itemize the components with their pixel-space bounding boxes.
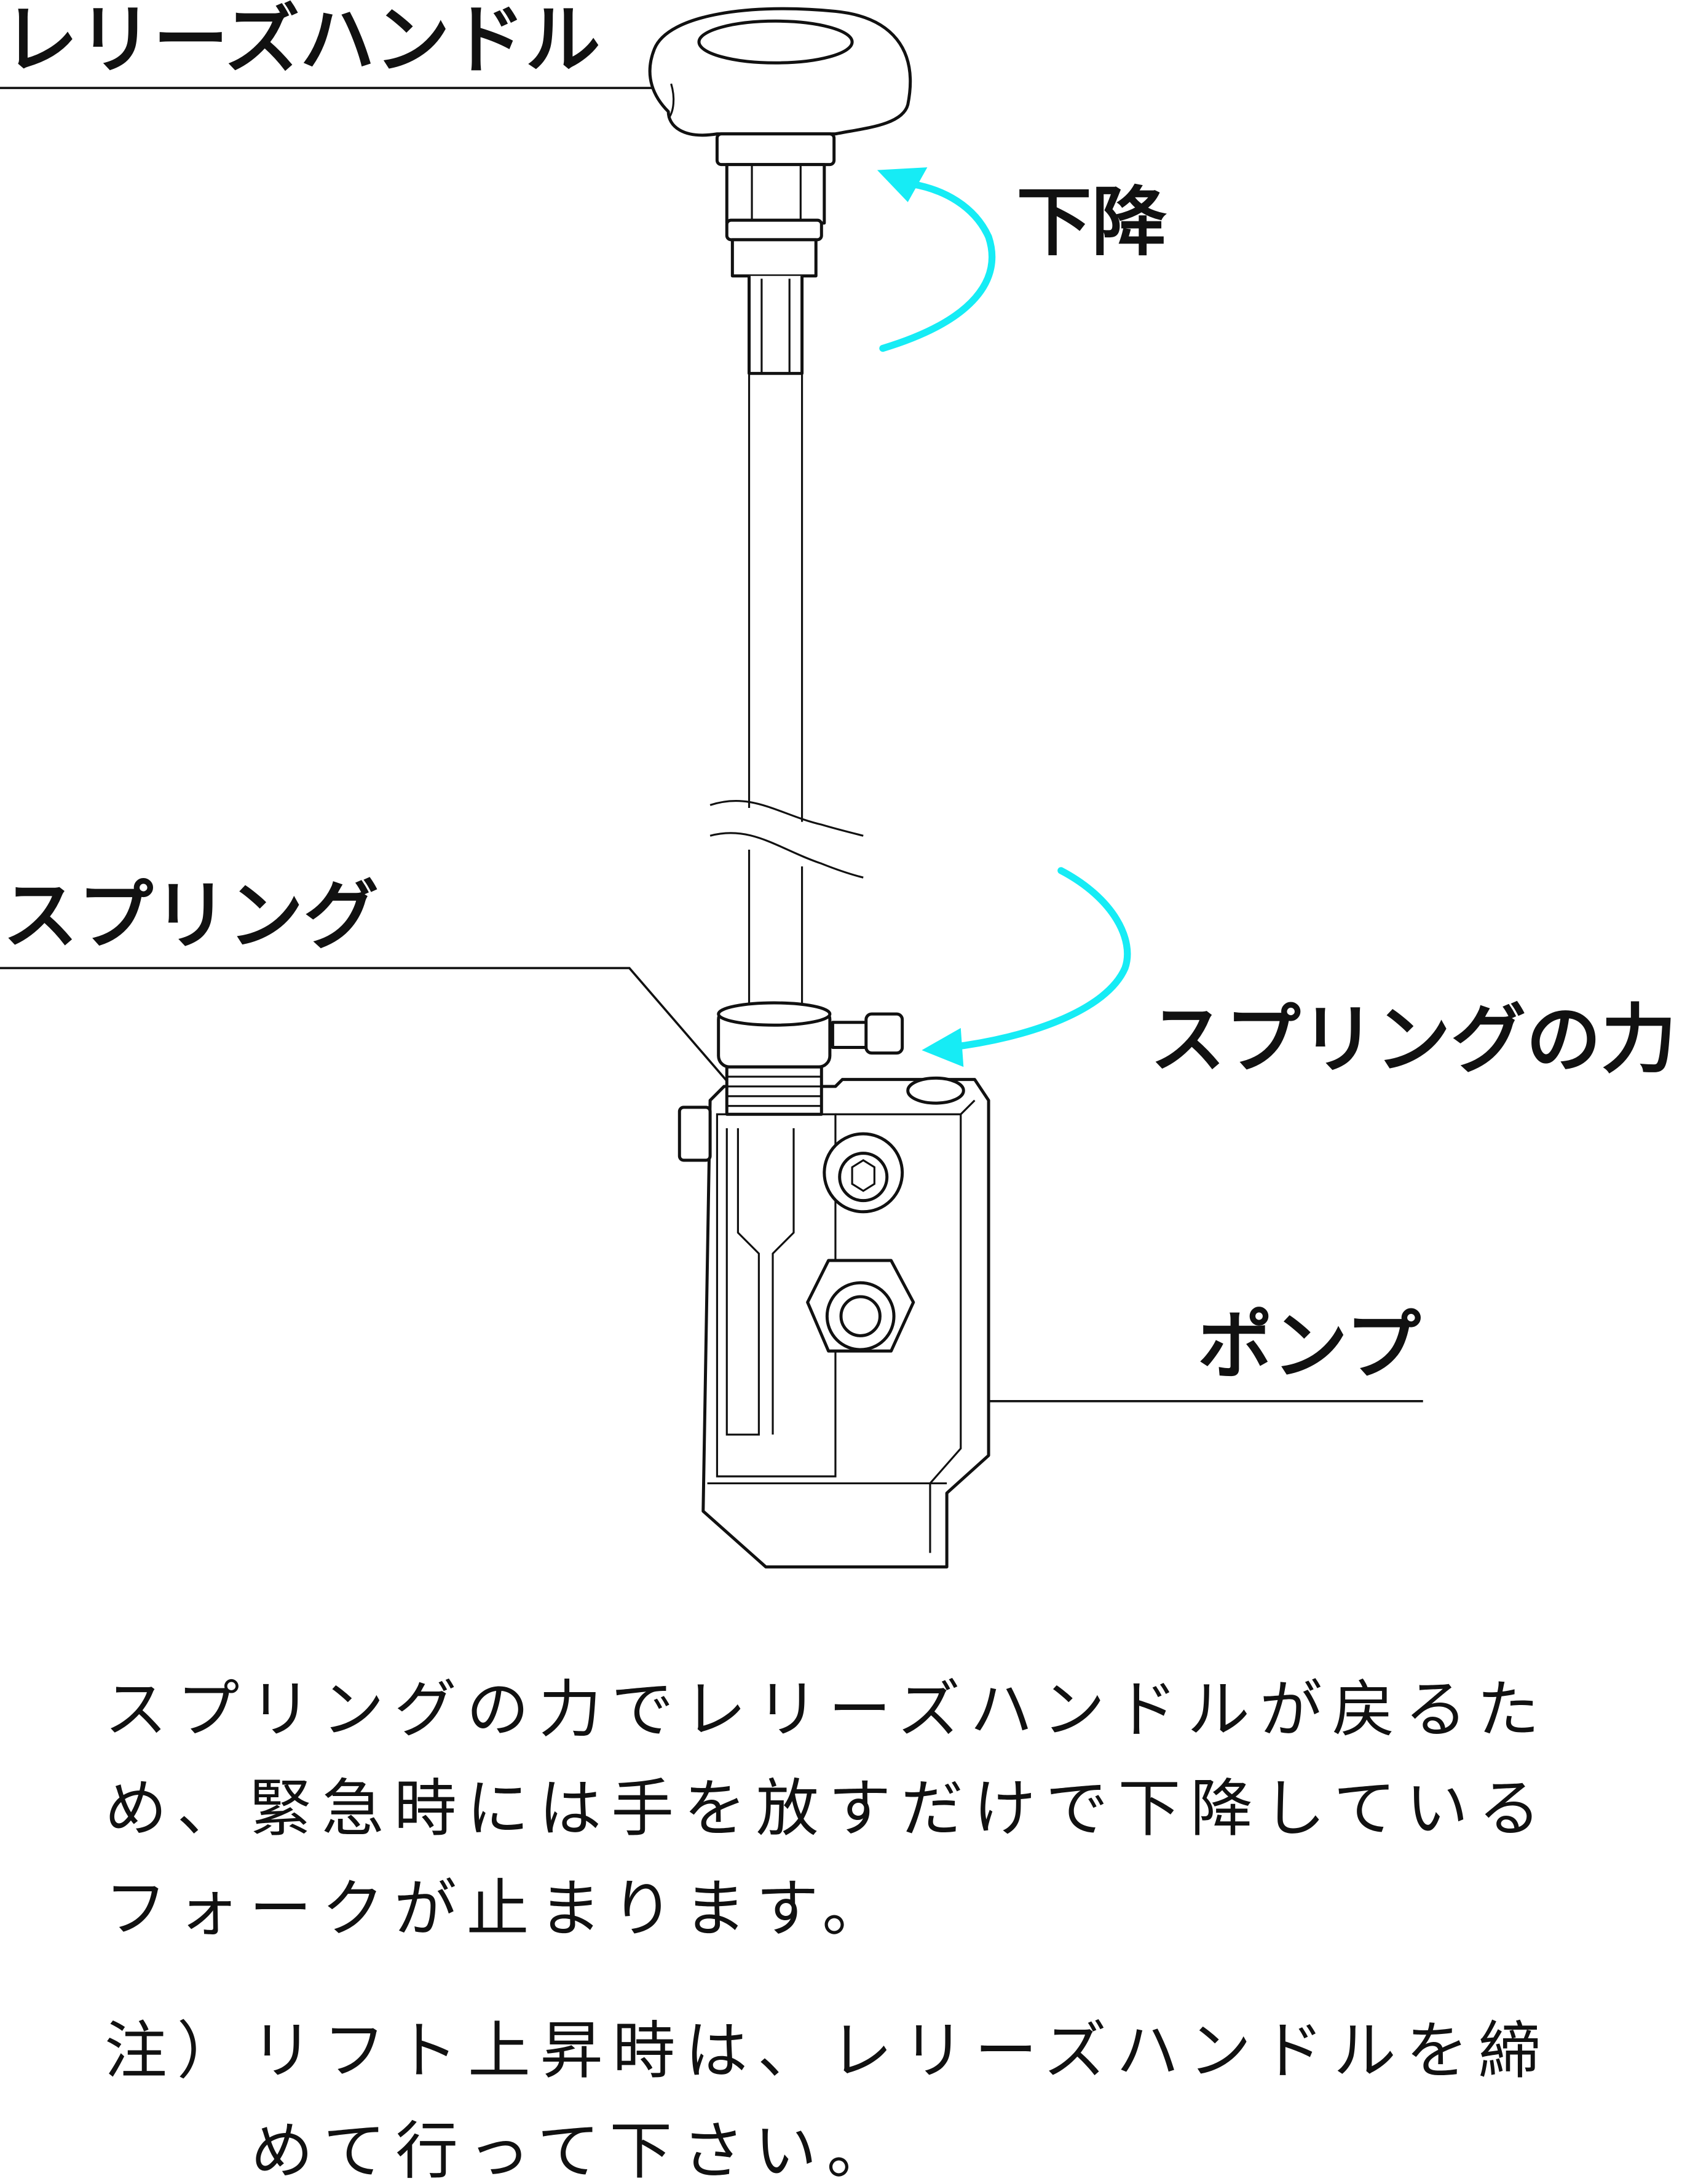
label-spring: スプリング — [3, 871, 379, 959]
description-line-3: フォークが止まります。 — [105, 1872, 894, 1945]
note-prefix: 注） — [105, 2014, 250, 2087]
label-pump: ポンプ — [1198, 1302, 1421, 1390]
handle-knob — [648, 7, 912, 278]
note-line-2: めて行って下さい。 — [251, 2115, 899, 2184]
handle-rod — [709, 275, 864, 1006]
spring — [717, 1001, 904, 1116]
label-spring-force: スプリングの力 — [1150, 995, 1676, 1083]
spring-force-arrow — [922, 867, 1131, 1067]
note-line-1: リフト上昇時は、レリーズハンドルを締 — [251, 2014, 1551, 2087]
label-lower: 下降 — [1016, 178, 1167, 266]
spring-leader — [0, 967, 728, 1082]
pump-body — [677, 1076, 990, 1569]
release-handle-leader — [0, 85, 666, 89]
description-line-1: スプリングの力でレリーズハンドルが戻るた — [105, 1674, 1549, 1747]
label-release-handle: レリーズハンドル — [3, 0, 601, 84]
description-line-2: め、緊急時には手を放すだけで下降している — [105, 1772, 1550, 1845]
lower-rotation-arrow — [877, 167, 996, 352]
